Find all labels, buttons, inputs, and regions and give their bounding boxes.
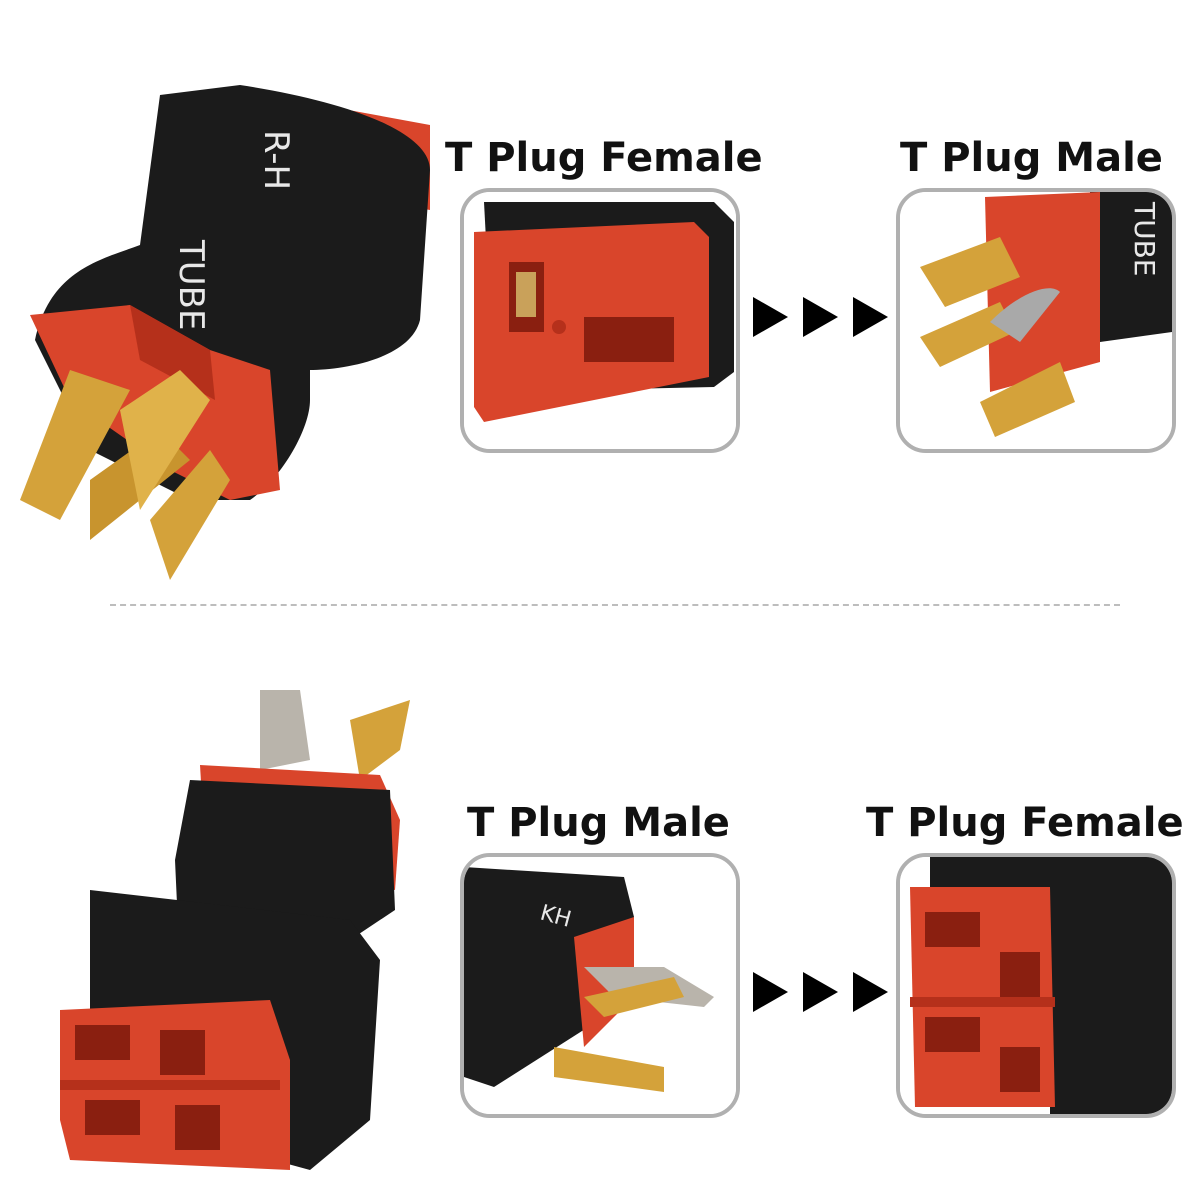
arrows-bottom	[748, 970, 893, 1015]
adapter-photo-bottom	[50, 680, 430, 1180]
section-divider	[110, 604, 1120, 606]
arrow-right-icon	[803, 972, 838, 1012]
top-right-label: T Plug Male	[900, 135, 1163, 181]
bottom-left-label: T Plug Male	[467, 800, 730, 846]
sleeve-print-rh: R-H	[256, 130, 296, 190]
male-closeup-frame-bottom: KH	[460, 853, 740, 1118]
female-closeup-frame-top	[460, 188, 740, 453]
adapter-photo-top: R-H TUBE	[10, 70, 430, 590]
sleeve-print-tube: TUBE	[171, 239, 211, 330]
sleeve-print-tube-closeup: TUBE	[1128, 201, 1161, 277]
arrow-right-icon	[753, 972, 788, 1012]
arrow-right-icon	[853, 972, 888, 1012]
top-left-label: T Plug Female	[445, 135, 763, 181]
arrow-right-icon	[803, 297, 838, 337]
bottom-right-label: T Plug Female	[866, 800, 1184, 846]
arrow-right-icon	[753, 297, 788, 337]
arrow-right-icon	[853, 297, 888, 337]
arrows-top	[748, 295, 893, 340]
female-closeup-frame-bottom	[896, 853, 1176, 1118]
male-closeup-frame-top: TUBE	[896, 188, 1176, 453]
